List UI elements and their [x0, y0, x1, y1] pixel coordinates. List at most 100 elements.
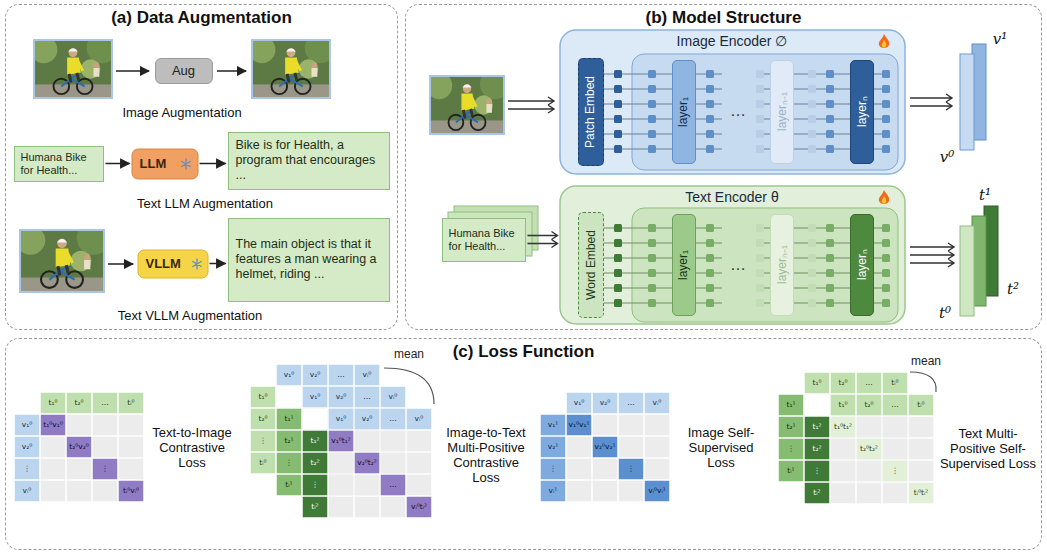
label-slot: ⋮	[14, 458, 40, 480]
token-square	[756, 269, 764, 277]
caption-label: Image Self-Supervised Loss	[674, 425, 768, 470]
token-link	[816, 228, 826, 229]
token-grid	[604, 224, 890, 307]
label-slot: t₁⁰	[250, 386, 276, 408]
token-square	[756, 100, 764, 108]
text-box: The main object is that it features a ma…	[228, 218, 390, 302]
matrix-group	[15, 365, 934, 518]
matrix-cell	[831, 417, 856, 438]
cell-label: ⋮	[813, 467, 821, 475]
matrix-cell	[381, 475, 406, 496]
token-link	[816, 89, 826, 90]
token-link	[714, 134, 722, 135]
matrix-cell	[381, 387, 406, 408]
label-slot: vᵢ⁰	[354, 364, 380, 386]
cell-label: …	[389, 415, 397, 423]
token-square	[756, 284, 764, 292]
matrix-cell	[805, 417, 830, 438]
token-square	[826, 284, 834, 292]
token-square	[756, 254, 764, 262]
token-square	[614, 284, 622, 292]
token-square	[826, 130, 834, 138]
matrix-cell	[619, 481, 644, 502]
cell-label: v₂⁰	[310, 371, 320, 379]
matrix-cell	[303, 387, 328, 408]
cell-label: tᵢ¹	[787, 467, 794, 475]
token-link	[604, 104, 614, 105]
token-link	[604, 89, 614, 90]
cell-label: tᵢ⁰tᵢ²	[914, 489, 929, 497]
matrix-cell	[909, 395, 934, 416]
label-slot: v₁¹	[540, 414, 566, 436]
cell-label: v₂⁰	[22, 443, 32, 451]
label-slot: t₂⁰	[66, 392, 92, 414]
token-square	[614, 269, 622, 277]
flow-arrows	[108, 71, 246, 264]
label-slot: tᵢ¹	[778, 460, 804, 482]
token-square	[648, 224, 656, 232]
token-square	[614, 224, 622, 232]
matrix-cell	[805, 439, 830, 460]
token-square	[882, 70, 890, 78]
label-slot: mean	[906, 352, 946, 369]
token-square	[882, 115, 890, 123]
matrix-cell	[805, 395, 830, 416]
similarity-matrix	[779, 373, 908, 482]
math-symbol: v⁰	[940, 148, 955, 166]
matrix-cell	[567, 415, 592, 436]
label-slot: t₁⁰v₁⁰	[40, 414, 66, 436]
token-link	[656, 228, 672, 229]
embed-box: Patch Embed	[578, 58, 604, 166]
matrix-cell	[41, 459, 66, 480]
matrix-cell	[541, 393, 566, 414]
matrix-cell	[355, 409, 380, 430]
token-square	[648, 130, 656, 138]
label-slot: ⋮	[618, 458, 644, 480]
matrix-cell	[251, 453, 276, 474]
cell-label: v₁⁰t₁²	[331, 437, 350, 445]
token-link	[656, 149, 672, 150]
matrix-cell	[303, 431, 328, 452]
matrix-cell	[277, 409, 302, 430]
token-link	[622, 119, 648, 120]
matrix-cell	[593, 459, 618, 480]
matrix-cell	[329, 387, 354, 408]
cell-label: t₂¹	[285, 437, 294, 445]
token-square	[826, 269, 834, 277]
token-link	[816, 288, 826, 289]
label-slot: v₂⁰t₂²	[354, 452, 380, 474]
token-square	[882, 145, 890, 153]
token-link	[874, 303, 882, 304]
flow-arrow	[116, 70, 149, 72]
token-link	[622, 74, 648, 75]
photo-image	[426, 68, 509, 134]
token-square	[826, 224, 834, 232]
caption-label: Text Multi-Positive Self-Supervised Loss	[938, 426, 1038, 471]
matrix-cell	[857, 461, 882, 482]
matrix-cell	[119, 415, 144, 436]
matrix-cell	[541, 459, 566, 480]
matrix-cell	[355, 453, 380, 474]
token-link	[816, 74, 826, 75]
token-link	[656, 134, 672, 135]
model-box: LLM	[132, 149, 198, 179]
token-link	[604, 149, 614, 150]
cell-label: vᵢ⁰	[415, 415, 424, 423]
matrix-cell	[329, 475, 354, 496]
token-link	[714, 104, 722, 105]
matrix-cell	[805, 395, 830, 416]
encoder-shape	[560, 30, 905, 174]
token-square	[808, 145, 816, 153]
cell-label: vᵢ⁰tᵢ²	[411, 503, 427, 511]
cell-label: v₁⁰v₁¹	[569, 421, 590, 429]
matrix-cell	[329, 431, 354, 452]
caption-label: Text-to-Image Contrastive Loss	[148, 425, 236, 470]
matrix-cell	[909, 439, 934, 460]
label-slot: …	[380, 408, 406, 430]
matrix-cell	[831, 395, 856, 416]
matrix-cell	[251, 387, 276, 408]
label-slot: v₂⁰v₂¹	[592, 436, 618, 458]
panel-box: (b) Model StructureImage Encoder ∅Patch …	[405, 4, 1042, 330]
label-slot: tᵢ²	[804, 482, 830, 504]
